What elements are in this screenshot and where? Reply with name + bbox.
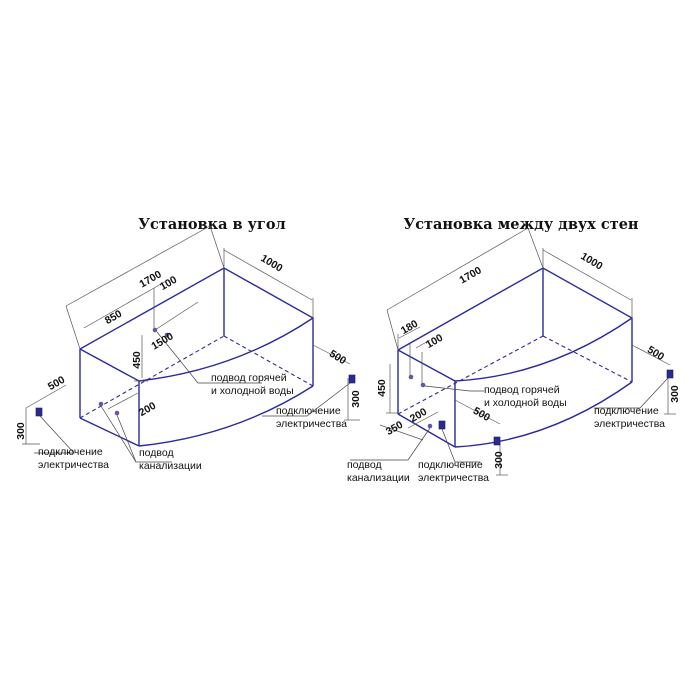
left-drain-icon xyxy=(98,401,104,407)
right-power-socket-bottom-icon xyxy=(438,420,446,430)
left-dim-1000: 1000 xyxy=(258,252,284,274)
corner-installation-diagram: Установка в угол xyxy=(15,216,362,472)
left-drain-note-2: канализации xyxy=(139,460,202,472)
left-dim-850: 850 xyxy=(103,308,124,327)
left-drain-note-1: подвод xyxy=(139,447,174,459)
left-power-socket-left-icon xyxy=(35,407,43,417)
right-dim-300-front: 300 xyxy=(493,451,505,469)
left-dimension-lines xyxy=(22,225,360,445)
left-leader-lines xyxy=(34,331,351,463)
right-power-right-note-2: электричества xyxy=(594,418,665,430)
left-dim-300-right: 300 xyxy=(350,390,362,408)
right-drain-note-1: подвод xyxy=(347,459,382,471)
right-title: Установка между двух стен xyxy=(403,216,638,233)
left-water-inlet-hot-icon xyxy=(152,327,158,333)
left-title: Установка в угол xyxy=(138,216,285,233)
left-power-left-note-2: электричества xyxy=(38,459,109,471)
right-power-right-note-1: подключение xyxy=(594,405,659,417)
left-power-socket-right-icon xyxy=(348,374,356,384)
right-drain-note-2: канализации xyxy=(347,472,410,484)
right-water-note-1: подвод горячей xyxy=(484,384,560,396)
right-water-inlet-hot-icon xyxy=(408,374,414,380)
right-dim-300-right: 300 xyxy=(669,385,681,403)
left-water-note-2: и холодной воды xyxy=(211,385,294,397)
left-water-inlet-cold-icon xyxy=(164,332,170,338)
right-dim-500-right: 500 xyxy=(645,344,666,364)
right-fixtures xyxy=(408,369,674,446)
left-bathtub-outline xyxy=(79,267,314,447)
right-power-socket-front-icon xyxy=(493,436,501,446)
right-power-bottom-note-1: подключение xyxy=(418,459,483,471)
right-power-socket-right-icon xyxy=(666,369,674,379)
left-water-note-1: подвод горячей xyxy=(211,372,287,384)
right-leader-lines xyxy=(350,377,669,463)
right-water-inlet-cold-icon xyxy=(420,382,426,388)
right-dim-450: 450 xyxy=(376,379,388,397)
right-dim-350: 350 xyxy=(384,419,405,438)
left-dim-300-left: 300 xyxy=(15,422,27,440)
right-dim-100: 100 xyxy=(424,332,445,351)
right-dim-1700: 1700 xyxy=(457,264,483,286)
right-water-note-2: и холодной воды xyxy=(484,397,567,409)
right-drain-icon xyxy=(427,423,433,429)
left-power-right-note-2: электричества xyxy=(276,418,347,430)
between-walls-installation-diagram: Установка между двух стен xyxy=(347,216,681,484)
left-dim-500-left: 500 xyxy=(46,374,67,393)
left-dim-1500: 1500 xyxy=(149,330,175,352)
left-dim-200: 200 xyxy=(137,400,158,419)
left-power-right-note-1: подключение xyxy=(276,405,341,417)
left-dim-450: 450 xyxy=(131,351,143,369)
left-power-left-note-1: подключение xyxy=(38,446,103,458)
left-dim-500-right: 500 xyxy=(327,348,348,368)
right-dim-180: 180 xyxy=(399,318,420,337)
right-dim-1000: 1000 xyxy=(578,250,604,272)
right-power-bottom-note-2: электричества xyxy=(418,472,489,484)
right-bathtub-outline xyxy=(397,267,633,448)
left-drain-outlet-icon xyxy=(114,410,120,416)
right-dimension-lines xyxy=(379,227,676,476)
left-fixtures xyxy=(35,327,356,417)
